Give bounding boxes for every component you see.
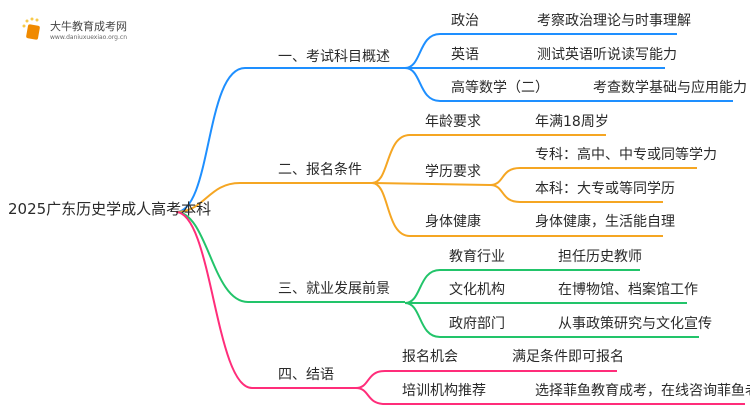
node-english: 英语 [451,47,479,63]
node-politics: 政治 [451,13,479,29]
detail-education-industry: 担任历史教师 [558,249,642,265]
detail-enrollment: 满足条件即可报名 [512,349,624,365]
detail-politics: 考察政治理论与时事理解 [537,13,691,29]
logo: 大牛教育成考网 www.daniuxuexiao.org.cn [20,16,127,42]
node-government: 政府部门 [449,316,505,332]
detail-training: 选择菲鱼教育成考，在线咨询菲鱼老师 [535,383,750,399]
branch-1-edges [175,33,733,213]
logo-url: www.daniuxuexiao.org.cn [50,33,127,41]
detail-health: 身体健康，生活能自理 [535,214,675,230]
node-health: 身体健康 [425,214,481,230]
branch-requirements: 二、报名条件 [278,162,362,178]
node-math: 高等数学（二） [451,80,549,96]
book-logo-icon [22,17,40,40]
root-node: 2025广东历史学成人高考本科 [8,200,212,218]
node-training: 培训机构推荐 [402,383,486,399]
node-enrollment: 报名机会 [402,349,458,365]
node-age: 年龄要求 [425,114,481,130]
detail-age: 年满18周岁 [535,114,609,130]
detail-education-bachelor: 本科：大专或等同学历 [535,181,675,197]
node-cultural: 文化机构 [449,282,505,298]
node-education: 学历要求 [425,164,481,180]
logo-name: 大牛教育成考网 [50,19,127,33]
detail-cultural: 在博物馆、档案馆工作 [558,282,698,298]
branch-career: 三、就业发展前景 [278,281,390,297]
branch-3-edges [175,211,699,338]
detail-english: 测试英语听说读写能力 [537,47,677,63]
detail-government: 从事政策研究与文化宣传 [558,316,712,332]
detail-math: 考查数学基础与应用能力 [593,80,747,96]
branch-conclusion: 四、结语 [278,367,334,383]
branch-2-edges [175,134,697,237]
node-education-industry: 教育行业 [449,249,505,265]
detail-education-junior: 专科：高中、中专或同等学力 [535,147,717,163]
branch-4-edges [175,211,745,405]
branch-exam-subjects: 一、考试科目概述 [278,49,390,65]
